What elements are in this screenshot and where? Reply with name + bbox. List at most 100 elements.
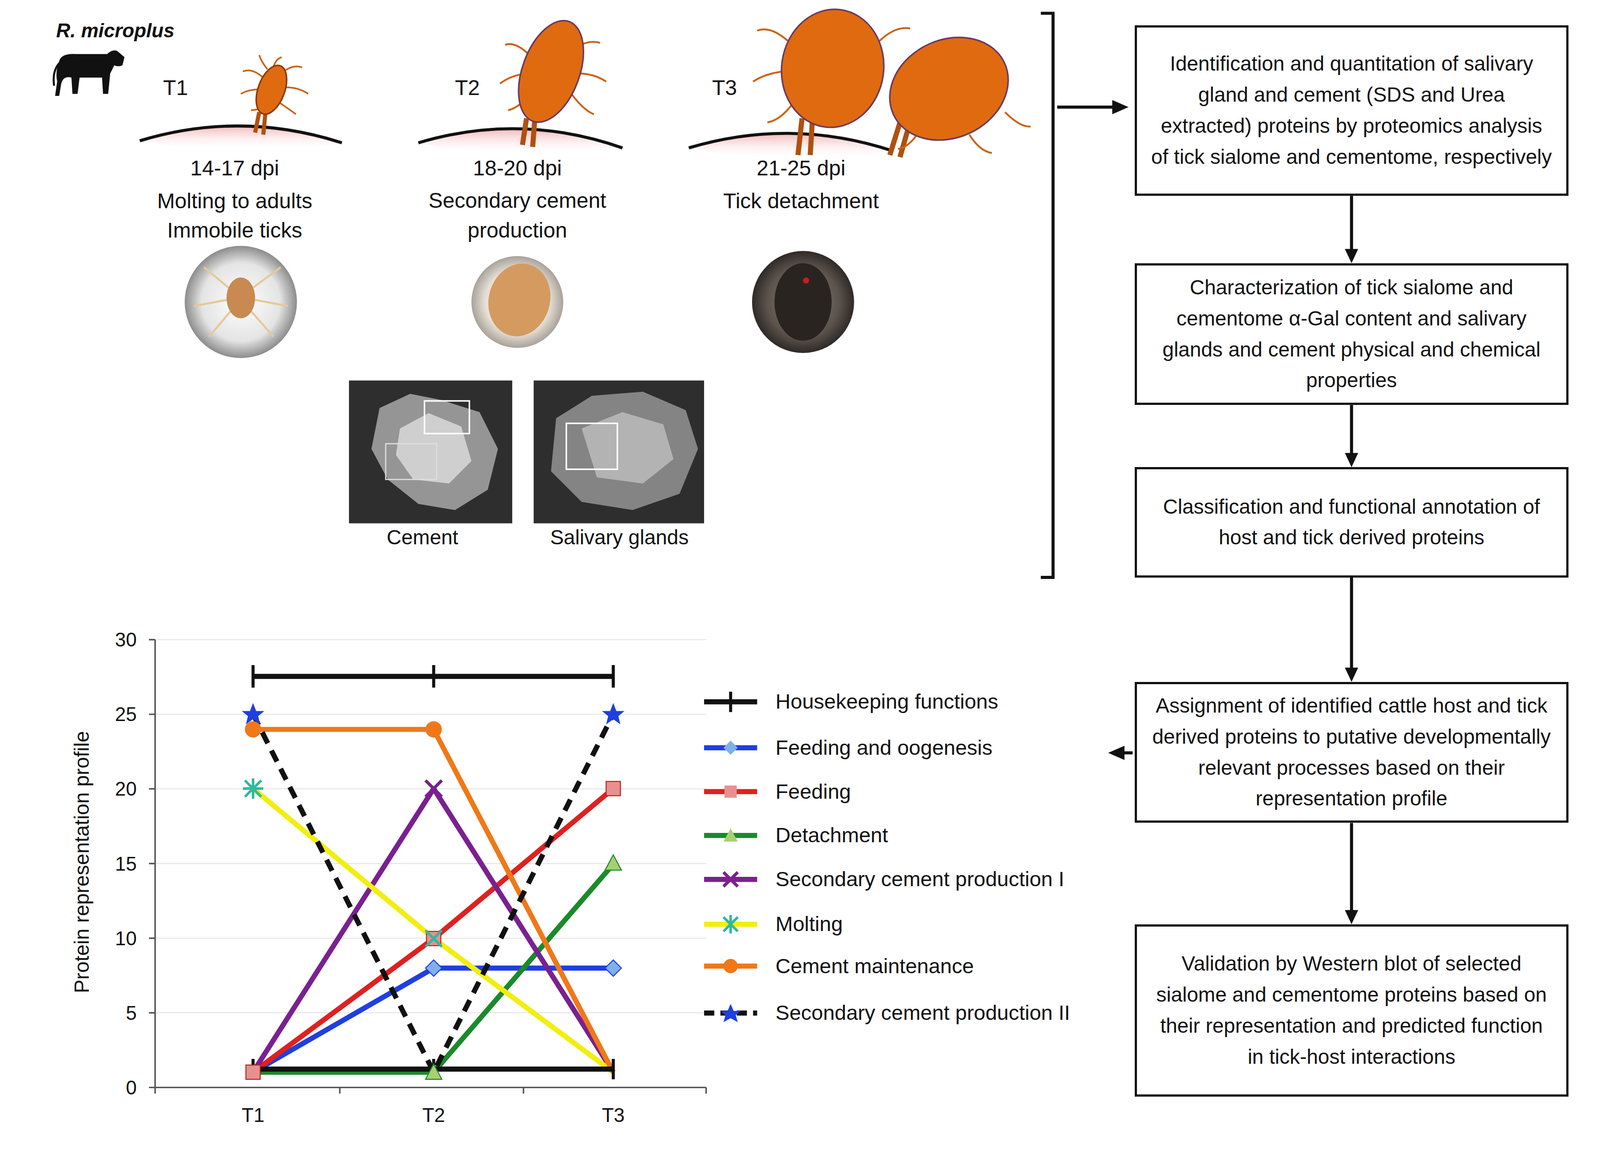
chart-markers	[425, 720, 442, 738]
stage-description: Secondary cement production	[406, 185, 629, 246]
tick-photo-t3	[752, 250, 855, 353]
legend-samples	[723, 872, 738, 887]
sem-image-cement	[371, 393, 499, 511]
axis-title: Protein representation profile	[68, 730, 95, 994]
sem-image-cement	[385, 443, 437, 480]
process-box: Identification and quantitation of saliv…	[1134, 25, 1569, 196]
time-label: 18-20 dpi	[472, 154, 562, 182]
cow-icon	[55, 50, 125, 96]
arrowhead	[1344, 667, 1359, 682]
legend-samples	[723, 958, 738, 974]
chart-markers	[605, 959, 622, 977]
sem-image-cement	[396, 413, 472, 484]
tick-stage-t2	[418, 11, 623, 155]
chart-markers	[605, 854, 622, 870]
cow-icon	[53, 50, 125, 96]
legend-text: Detachment	[775, 822, 888, 849]
time-label: 21-25 dpi	[756, 154, 846, 182]
tick-photo-t3	[803, 277, 810, 284]
tick-stage-t2	[522, 118, 535, 147]
arrowhead	[1344, 452, 1359, 468]
axis-tick-label: T1	[241, 1102, 265, 1128]
legend-samples	[728, 691, 733, 713]
legend-samples	[723, 914, 738, 934]
axis-tick-label: 20	[114, 776, 137, 801]
bracket	[1057, 105, 1115, 109]
legend-text: Secondary cement production I	[775, 866, 1065, 893]
tick-stage-t3	[688, 133, 893, 159]
process-box: Characterization of tick sialome and cem…	[1134, 263, 1569, 405]
cow-icon	[53, 63, 60, 86]
legend-text: Feeding and oogenesis	[775, 734, 993, 761]
box-text: Assignment of identified cattle host and…	[1150, 690, 1553, 815]
flow-arrow	[1350, 404, 1354, 455]
tick-stage-t3	[872, 18, 1026, 159]
chart-markers	[242, 778, 264, 799]
chart-series	[253, 676, 614, 1070]
tick-photo-t2	[471, 256, 564, 349]
legend-samples	[723, 828, 738, 842]
stage-label: T2	[455, 74, 480, 102]
process-box: Classification and functional annotation…	[1134, 467, 1569, 578]
bracket	[1040, 13, 1114, 578]
tick-photo-t2	[480, 256, 559, 344]
flow-arrow	[1350, 195, 1354, 251]
bracket	[1040, 13, 1054, 578]
axis-tick-label: 30	[114, 627, 137, 652]
chart-axes	[154, 639, 706, 1088]
legend-samples	[704, 691, 758, 1022]
bracket-arrowhead	[1112, 99, 1129, 115]
chart-markers	[605, 781, 621, 796]
axis-tick-label: 15	[114, 851, 137, 876]
chart-axes	[149, 639, 156, 1088]
tick-stage-t3	[773, 2, 892, 135]
chart-series	[253, 665, 614, 1080]
tick-photo-t1	[226, 277, 255, 319]
tick-stage-t1	[255, 112, 266, 135]
image-caption: Cement	[386, 524, 459, 551]
chart-markers	[245, 1065, 261, 1080]
stage-description: Tick detachment	[723, 187, 879, 215]
legend-text: Cement maintenance	[775, 953, 975, 980]
legend-samples	[720, 1003, 741, 1022]
arrowhead	[1344, 910, 1359, 925]
chart-axes	[154, 1087, 706, 1094]
chart-series	[253, 665, 614, 1080]
legend-samples	[723, 740, 738, 755]
chart-markers	[425, 780, 442, 797]
tick-stage-t2	[506, 11, 597, 132]
species-name: R. microplus	[55, 18, 175, 43]
tick-photo-t1	[184, 245, 298, 359]
flow-arrow	[1350, 822, 1354, 912]
chart-markers	[425, 1064, 442, 1080]
axis-tick-label: 5	[126, 1000, 137, 1026]
axis-tick-label: 10	[114, 926, 137, 951]
tick-stage-t3	[688, 2, 1031, 159]
legend-samples	[724, 785, 737, 798]
tick-stage-t1	[250, 61, 293, 119]
tick-stage-t1	[139, 126, 342, 151]
time-label: 14-17 dpi	[190, 154, 280, 182]
box-text: Classification and functional annotation…	[1150, 491, 1553, 554]
chart-grid	[154, 639, 706, 1014]
flow-arrow	[1350, 577, 1354, 670]
axis-tick-label: 0	[126, 1075, 137, 1100]
tick-stage-t3	[688, 133, 893, 151]
stage-description: Immobile ticks	[167, 217, 303, 244]
chart-series	[253, 713, 614, 1073]
axis-tick-label: T2	[422, 1102, 445, 1128]
tick-photo-t3	[752, 250, 855, 353]
chart-markers	[425, 959, 442, 977]
tick-photo-t3	[774, 263, 832, 341]
stage-description: Molting to adults	[157, 187, 313, 215]
chart-series	[253, 729, 614, 1073]
sem-image-cement	[424, 400, 470, 434]
legend-text: Secondary cement production II	[775, 999, 1071, 1026]
tick-photo-t2	[471, 256, 564, 349]
box-text: Identification and quantitation of saliv…	[1150, 48, 1553, 173]
chart-grid	[154, 639, 706, 1014]
sem-image-salivary-glands	[566, 423, 618, 470]
axis-tick-label: 25	[114, 701, 137, 727]
sem-image-cement	[348, 380, 513, 524]
